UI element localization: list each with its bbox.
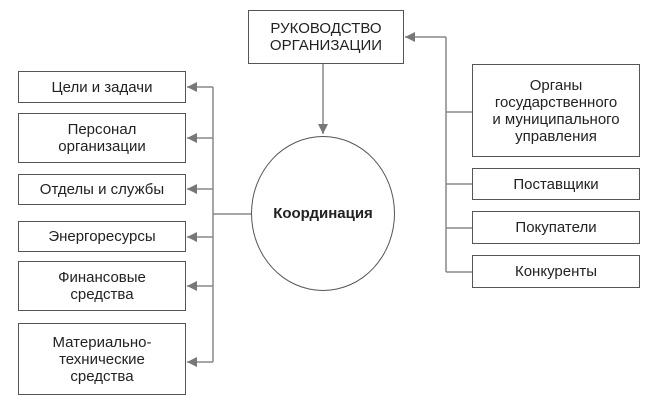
right-box-label: Поставщики xyxy=(513,175,599,193)
management-label: РУКОВОДСТВО ОРГАНИЗАЦИИ xyxy=(269,20,383,54)
coordination-label: Координация xyxy=(273,205,373,222)
left-box-label: Отделы и службы xyxy=(39,181,165,198)
right-box-suppliers: Поставщики xyxy=(472,168,640,200)
left-box-goals: Цели и задачи xyxy=(18,71,186,103)
left-box-label: Персонал организации xyxy=(58,121,146,155)
coordination-circle: Координация xyxy=(251,136,395,291)
right-box-competitors: Конкуренты xyxy=(472,255,640,288)
left-box-departments: Отделы и службы xyxy=(18,174,186,205)
left-box-finance: Финансовые средства xyxy=(18,261,186,311)
left-box-material: Материально- технические средства xyxy=(18,323,186,395)
right-box-label: Конкуренты xyxy=(514,263,598,280)
management-box: РУКОВОДСТВО ОРГАНИЗАЦИИ xyxy=(248,10,404,64)
left-box-label: Цели и задачи xyxy=(51,78,153,96)
left-box-label: Материально- технические средства xyxy=(52,333,152,385)
left-box-label: Энергоресурсы xyxy=(48,228,156,245)
right-box-label: Органы государственного и муниципального… xyxy=(492,76,620,145)
right-box-label: Покупатели xyxy=(515,219,597,236)
left-box-personnel: Персонал организации xyxy=(18,113,186,163)
right-box-buyers: Покупатели xyxy=(472,211,640,244)
left-box-label: Финансовые средства xyxy=(58,269,146,303)
right-box-government: Органы государственного и муниципального… xyxy=(472,64,640,157)
left-box-energy: Энергоресурсы xyxy=(18,221,186,252)
